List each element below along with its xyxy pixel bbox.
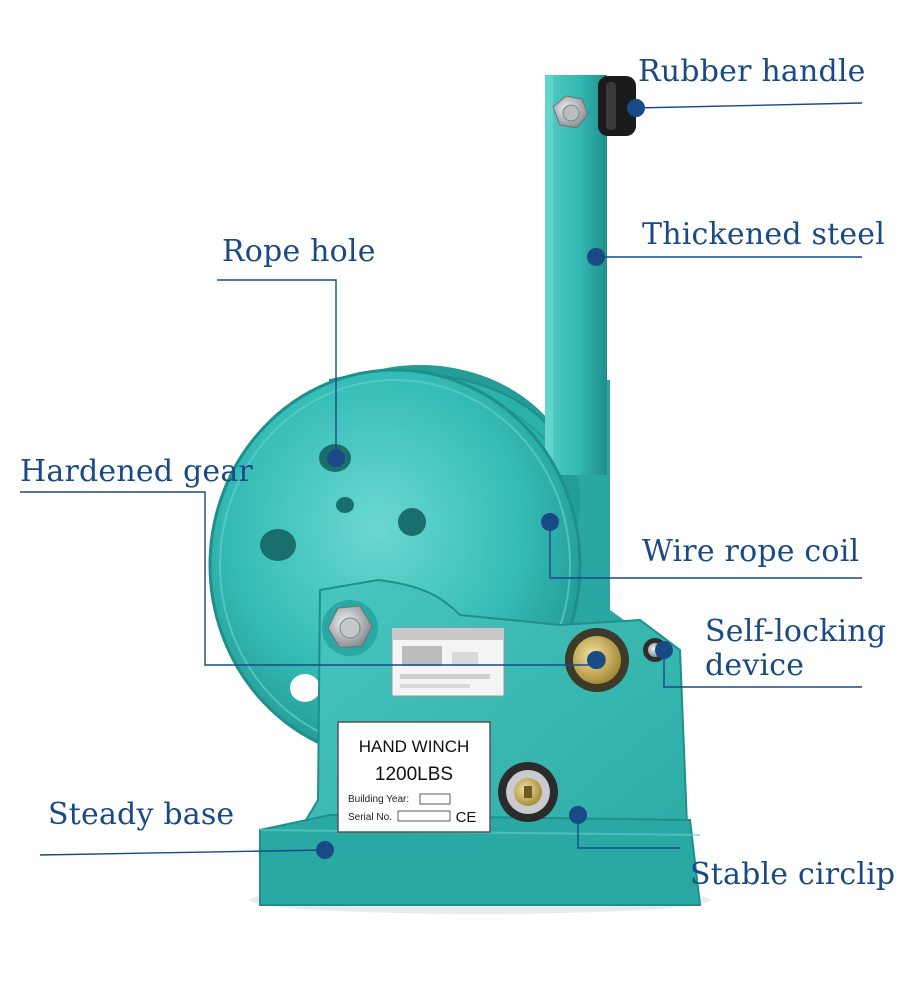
leader-wire-rope-coil [549,522,862,579]
stable-circlip [498,762,558,822]
dot-self-locking [655,641,673,659]
dot-stable-circlip [569,806,587,824]
dot-steady-base [316,841,334,859]
nameplate: HAND WINCH 1200LBS Building Year: Serial… [337,721,491,833]
dot-hardened-gear [587,651,605,669]
leader-steady-base [39,849,326,856]
dot-wire-rope-coil [541,513,559,531]
arm-bolt [552,95,589,129]
nameplate-building-year: Building Year: [348,794,409,805]
leader-rubber-handle [635,102,863,109]
handle-arm-edge [545,75,553,475]
handle-arm [545,75,607,475]
rope-hole-3 [398,508,426,536]
label-thickened-steel: Thickened steel [642,217,886,252]
dot-rope-hole [327,449,345,467]
rope-hole-5 [290,674,320,702]
dot-rubber-handle [627,99,645,117]
label-rubber-handle: Rubber handle [638,54,866,89]
callout-dots [316,99,673,859]
nameplate-ce-mark: CE [456,809,477,826]
leader-hardened-gear [20,491,596,666]
leader-lines [20,102,863,856]
label-rope-hole: Rope hole [222,234,376,269]
label-self-locking-device: Self-locking device [705,615,886,683]
leader-stable-circlip [577,815,680,849]
warranty-sticker [391,627,505,697]
label-hardened-gear: Hardened gear [20,454,253,489]
nameplate-serial: Serial No. [348,812,392,823]
nameplate-capacity: 1200LBS [375,764,453,785]
label-steady-base: Steady base [48,797,235,832]
label-self-locking-line2: device [705,648,805,683]
hub-bolt [322,600,378,656]
label-stable-circlip: Stable circlip [690,857,896,892]
label-wire-rope-coil: Wire rope coil [642,534,860,569]
dot-thickened-steel [587,248,605,266]
label-self-locking-line1: Self-locking [705,614,887,649]
steady-base-plate [259,813,702,906]
nameplate-title: HAND WINCH [359,737,470,756]
leader-self-locking [663,650,862,688]
rope-hole-2 [336,497,354,513]
leader-rope-hole [217,279,337,458]
rope-hole-4 [260,529,296,561]
